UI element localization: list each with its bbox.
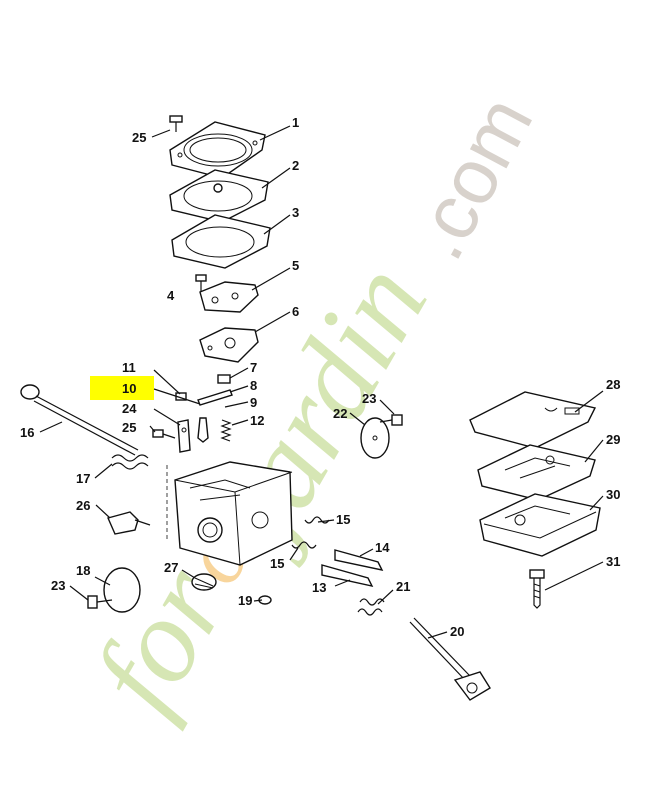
callout-19: 19	[238, 593, 252, 608]
part-31-screw	[529, 569, 545, 609]
part-1-cover	[169, 121, 266, 179]
callout-12: 12	[250, 413, 264, 428]
part-25-screw-top	[169, 115, 183, 132]
part-15-spring-a	[304, 516, 330, 524]
callout-17: 17	[76, 471, 90, 486]
part-16-shaft	[20, 384, 139, 456]
callout-3: 3	[292, 205, 299, 220]
part-5-plate	[199, 281, 259, 313]
part-8-lever	[197, 389, 233, 406]
part-30-cover	[479, 493, 601, 557]
callout-23b: 23	[362, 391, 376, 406]
part-12-spring	[220, 419, 232, 442]
callout-labels: 1 2 3 4 5 6 7 8 9 10 11 12 13 14 15 15 1…	[20, 115, 620, 639]
callout-24: 24	[122, 401, 137, 416]
part-2-diaphragm	[169, 169, 269, 223]
callout-31: 31	[606, 554, 620, 569]
watermark: .com for o jardin	[67, 82, 549, 733]
callout-8: 8	[250, 378, 257, 393]
callout-21: 21	[396, 579, 410, 594]
part-4-screw	[195, 274, 207, 292]
part-24-arm	[177, 419, 191, 453]
part-20-shaft	[409, 617, 491, 701]
part-6-plate	[199, 327, 259, 363]
part-21-spring	[357, 598, 385, 616]
callout-28: 28	[606, 377, 620, 392]
callout-5: 5	[292, 258, 299, 273]
callout-18: 18	[76, 563, 90, 578]
callout-26: 26	[76, 498, 90, 513]
carburetor-body	[174, 461, 293, 566]
part-7-valve	[217, 374, 231, 384]
callout-16: 16	[20, 425, 34, 440]
callout-29: 29	[606, 432, 620, 447]
callout-4: 4	[167, 288, 175, 303]
callout-1: 1	[292, 115, 299, 130]
callout-27: 27	[164, 560, 178, 575]
callout-7: 7	[250, 360, 257, 375]
callout-15b: 15	[270, 556, 284, 571]
callout-9: 9	[250, 395, 257, 410]
part-13-needle	[321, 564, 374, 587]
leader-lines	[39, 125, 604, 639]
part-27-filter	[191, 573, 217, 591]
callout-23a: 23	[51, 578, 65, 593]
callout-14: 14	[375, 540, 390, 555]
callout-22: 22	[333, 406, 347, 421]
callout-10: 10	[122, 381, 136, 396]
part-22-disc	[360, 417, 390, 459]
callout-13: 13	[312, 580, 326, 595]
callout-6: 6	[292, 304, 299, 319]
callout-25a: 25	[132, 130, 146, 145]
part-17-spring	[111, 454, 149, 470]
part-14-needle	[334, 549, 384, 571]
part-26-fitting	[107, 511, 151, 535]
part-28-gasket	[469, 391, 597, 449]
part-23-screw-right	[379, 414, 403, 426]
callout-11: 11	[122, 360, 136, 375]
part-3-gasket	[171, 214, 271, 269]
callout-20: 20	[450, 624, 464, 639]
part-15-spring-b	[291, 541, 317, 549]
callout-2: 2	[292, 158, 299, 173]
callout-15a: 15	[336, 512, 350, 527]
watermark-dot-com: .com	[392, 82, 549, 273]
part-23-screw-left	[87, 595, 113, 609]
part-29-diaphragm	[477, 444, 596, 501]
part-9-needle	[197, 417, 209, 443]
part-25-screw-mid	[152, 429, 176, 439]
callout-30: 30	[606, 487, 620, 502]
highlight-label-10	[90, 376, 154, 400]
part-18-disc	[103, 567, 141, 613]
callout-25b: 25	[122, 420, 136, 435]
